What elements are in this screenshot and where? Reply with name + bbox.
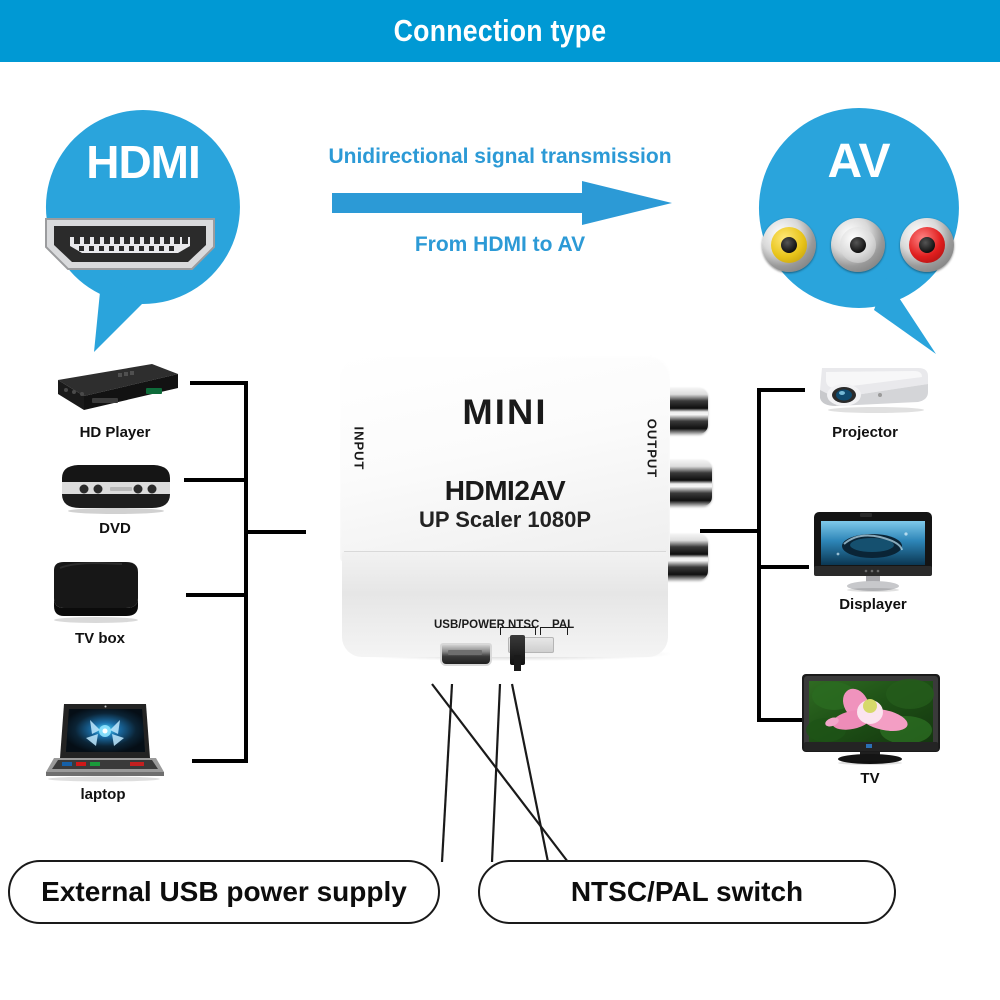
source-item-laptop: laptop bbox=[28, 700, 178, 810]
dvd-player-icon bbox=[62, 465, 170, 514]
output-item-displayer: Displayer bbox=[798, 510, 948, 618]
output-bracket-spine bbox=[757, 388, 761, 722]
pal-bracket bbox=[540, 627, 568, 635]
device-body: MINI INPUT OUTPUT HDMI2AV UP Scaler 1080… bbox=[340, 355, 670, 671]
mini-usb-port[interactable] bbox=[440, 643, 492, 666]
device-rca-output-2 bbox=[662, 460, 712, 506]
yellow-video-jack bbox=[762, 218, 816, 272]
laptop-icon bbox=[46, 704, 164, 782]
output-bracket-stub-2 bbox=[757, 565, 809, 569]
television-icon bbox=[802, 674, 940, 765]
output-label-displayer: Displayer bbox=[839, 596, 907, 613]
pal-label: PAL bbox=[552, 619, 575, 631]
source-bracket-stem bbox=[244, 530, 306, 534]
output-item-projector: Projector bbox=[790, 362, 940, 454]
source-label-hd-player: HD Player bbox=[79, 424, 151, 441]
ntsc-label: NTSC bbox=[508, 619, 540, 631]
source-bracket-spine bbox=[244, 381, 248, 763]
jack-hole bbox=[919, 237, 935, 253]
device-input-label: INPUT bbox=[351, 426, 367, 471]
hdmi-bubble-label: HDMI bbox=[86, 136, 201, 188]
device-seam bbox=[344, 551, 666, 552]
device-front-face bbox=[342, 551, 668, 657]
projector-icon bbox=[820, 368, 928, 413]
callout-usb-label: External USB power supply bbox=[41, 876, 407, 907]
hdmi2av-converter-device: MINI INPUT OUTPUT HDMI2AV UP Scaler 1080… bbox=[318, 352, 712, 682]
av-bubble: AV bbox=[758, 108, 959, 354]
source-item-tv-box: TV box bbox=[20, 552, 180, 657]
device-brand-label: MINI bbox=[462, 393, 548, 432]
source-bracket-stub-1 bbox=[190, 381, 248, 385]
ntsc-pal-switch-knob[interactable] bbox=[510, 635, 525, 665]
source-item-dvd: DVD bbox=[40, 458, 190, 548]
callout-usb-power: External USB power supply bbox=[8, 860, 440, 924]
page-title: Connection type bbox=[393, 13, 607, 48]
usb-power-label: USB/POWER bbox=[434, 619, 505, 631]
header-banner: Connection type bbox=[0, 0, 1000, 62]
hdmi-port-icon bbox=[45, 218, 215, 270]
flow-top-text: Unidirectional signal transmission bbox=[328, 145, 672, 168]
rca-jacks-icon bbox=[762, 215, 954, 275]
hd-player-icon bbox=[58, 364, 178, 410]
output-bracket-stem bbox=[700, 529, 760, 533]
source-label-dvd: DVD bbox=[99, 520, 131, 537]
source-item-hd-player: HD Player bbox=[40, 358, 190, 448]
output-bracket-stub-3 bbox=[757, 718, 809, 722]
output-bracket-stub-1 bbox=[757, 388, 805, 392]
source-label-laptop: laptop bbox=[80, 786, 126, 803]
flow-arrow-icon bbox=[332, 181, 672, 225]
tv-box-icon bbox=[54, 561, 138, 623]
white-audio-jack bbox=[831, 218, 885, 272]
jack-hole bbox=[781, 237, 797, 253]
ntsc-pal-switch-stem bbox=[514, 655, 521, 671]
jack-hole bbox=[850, 237, 866, 253]
ntsc-bracket bbox=[500, 627, 536, 635]
red-audio-jack bbox=[900, 218, 954, 272]
signal-flow-block: Unidirectional signal transmission From … bbox=[296, 145, 704, 265]
callout-ntsc-pal-label: NTSC/PAL switch bbox=[570, 876, 804, 907]
source-label-tv-box: TV box bbox=[74, 630, 125, 647]
output-label-projector: Projector bbox=[832, 424, 898, 441]
output-item-tv: TV bbox=[790, 672, 950, 794]
source-bracket-stub-4 bbox=[192, 759, 248, 763]
source-bracket-stub-3 bbox=[186, 593, 248, 597]
monitor-icon bbox=[814, 512, 932, 592]
source-bracket-stub-2 bbox=[184, 478, 248, 482]
device-model-label: HDMI2AV bbox=[444, 475, 566, 506]
output-label-tv: TV bbox=[860, 770, 880, 787]
callout-ntsc-pal: NTSC/PAL switch bbox=[478, 860, 896, 924]
flow-bottom-text: From HDMI to AV bbox=[414, 233, 586, 256]
device-subtitle-label: UP Scaler 1080P bbox=[418, 507, 592, 532]
av-bubble-label: AV bbox=[827, 135, 891, 188]
device-top-face bbox=[340, 355, 670, 563]
